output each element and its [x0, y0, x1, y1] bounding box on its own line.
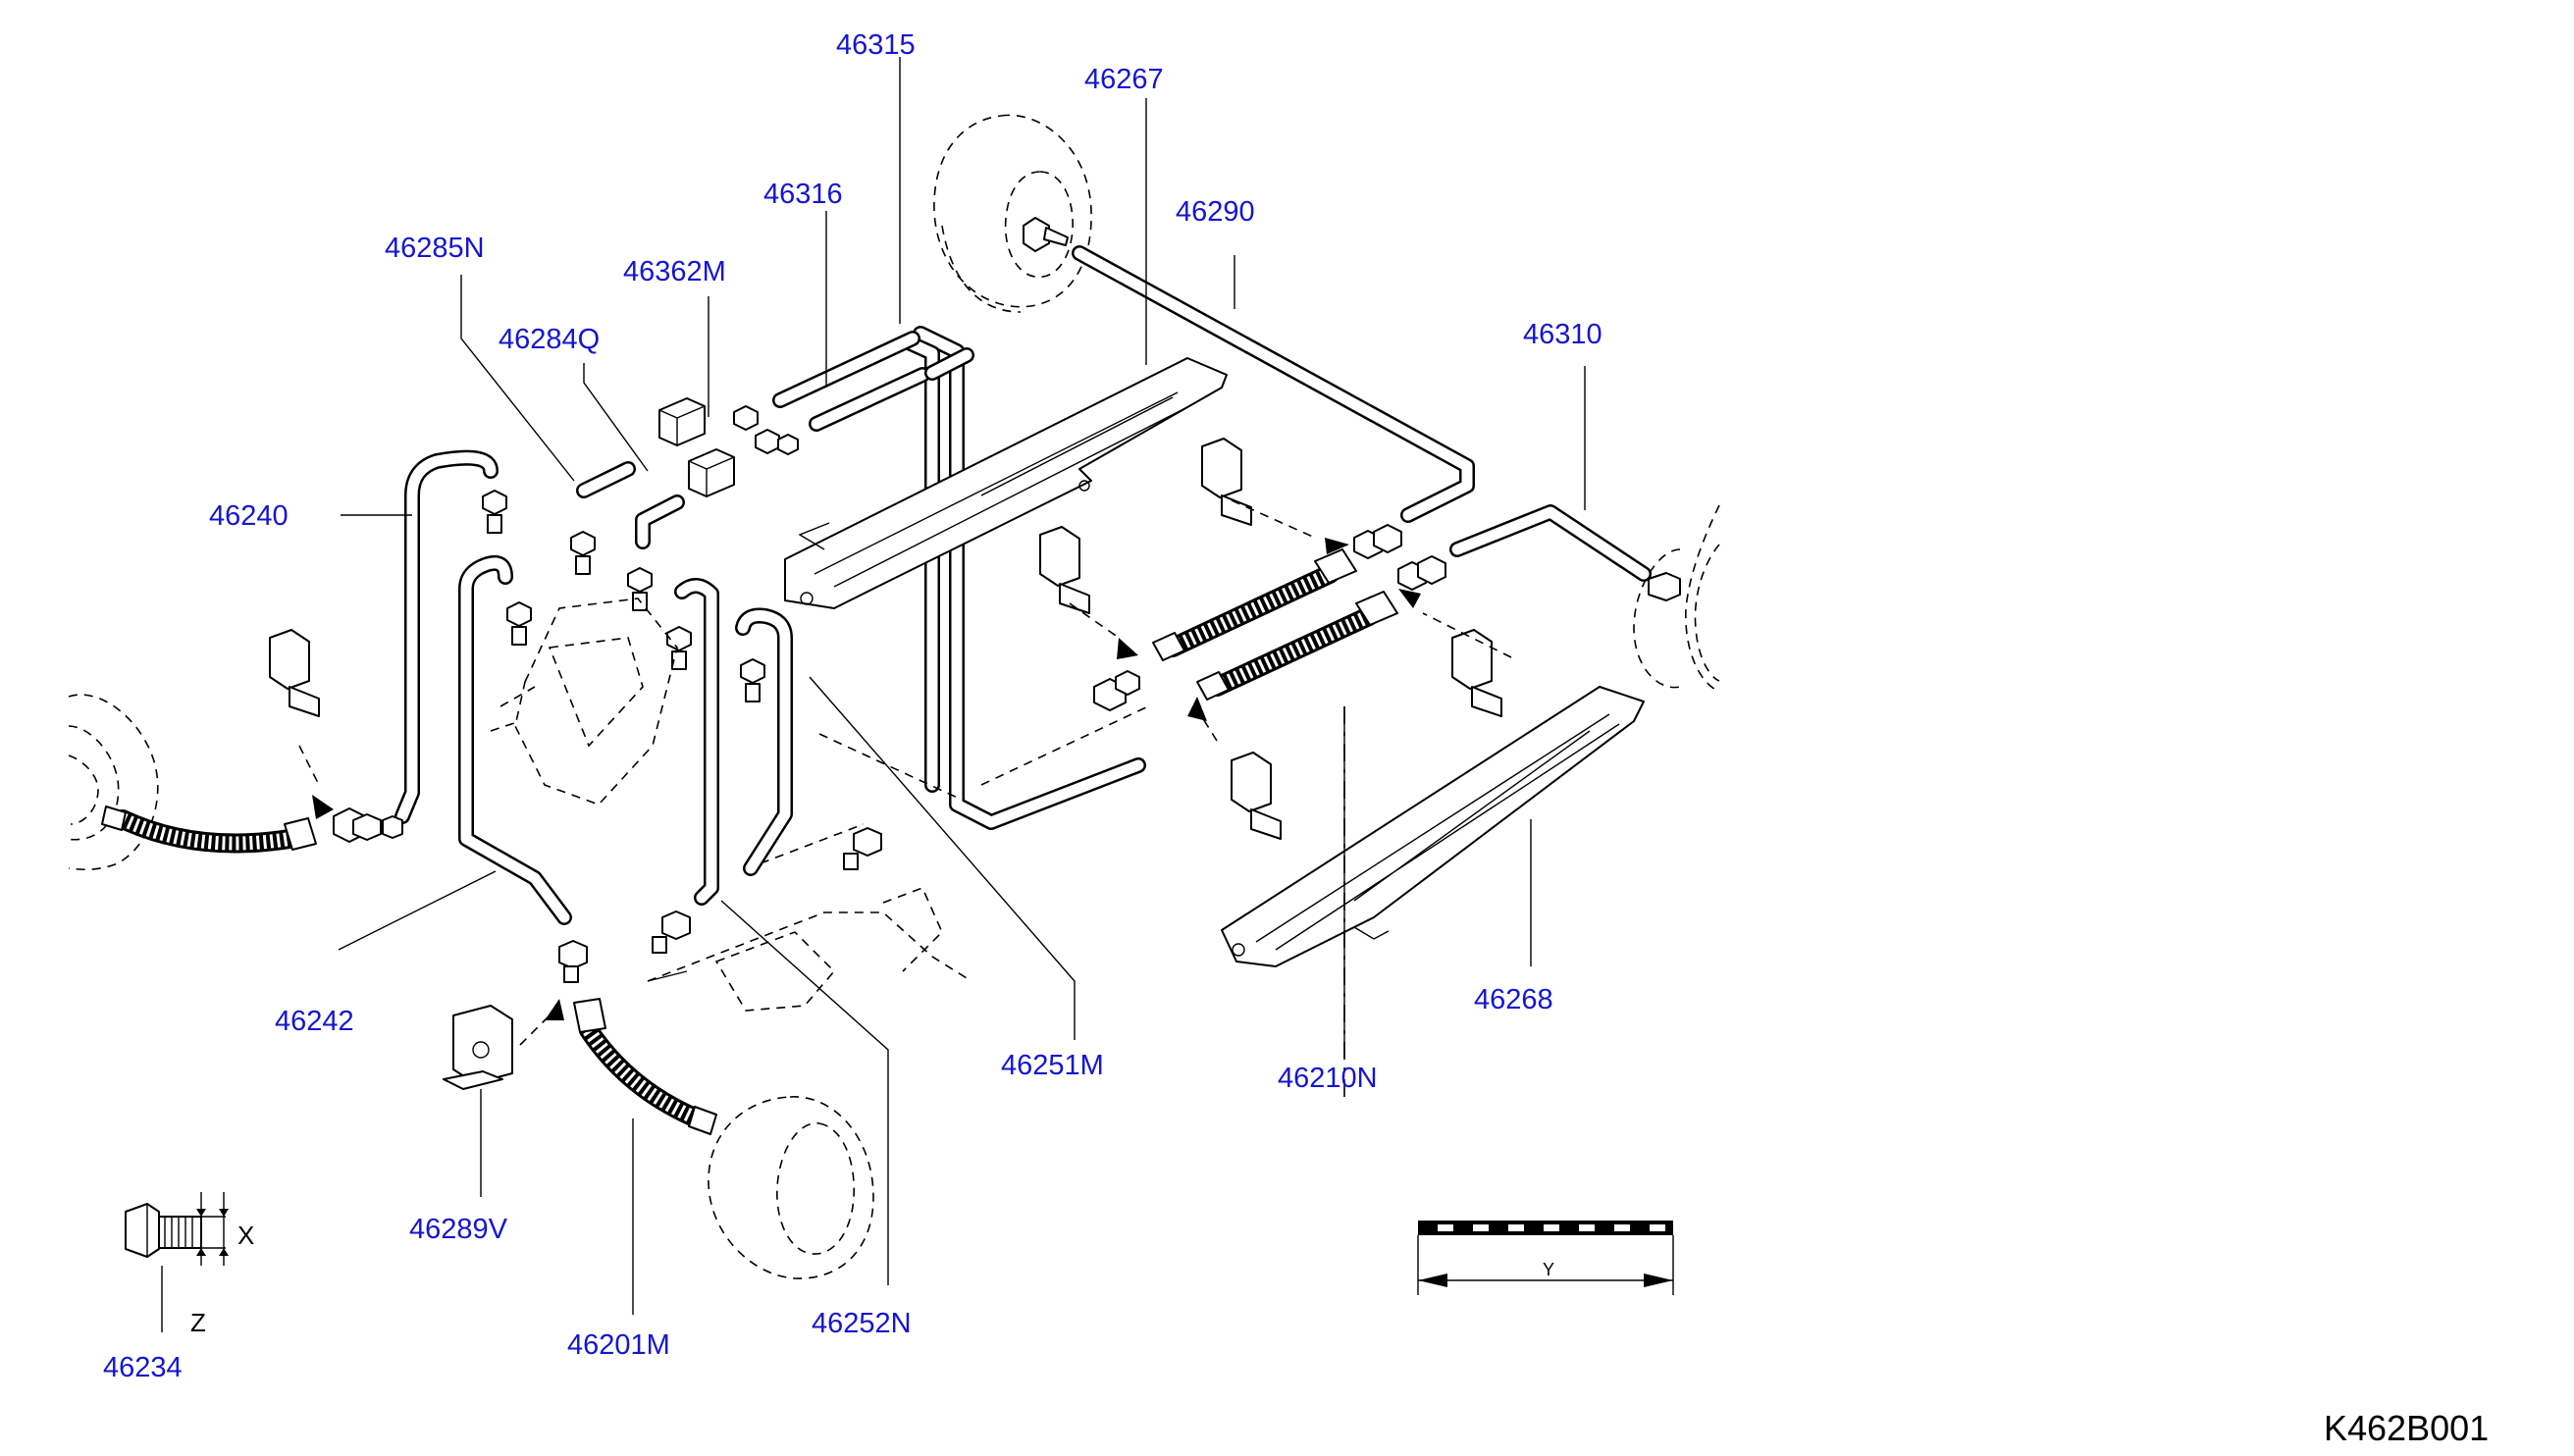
master-cylinder-outline [490, 598, 678, 806]
part-label-46285N[interactable]: 46285N [385, 233, 485, 264]
part-label-46240[interactable]: 46240 [209, 500, 289, 532]
wheel-front-left [68, 694, 159, 871]
dimension-z-label: Z [190, 1308, 206, 1337]
fitting-detail-46234 [125, 1192, 229, 1266]
part-labels: 46315 46267 46316 46290 46285N 46362M 46… [103, 29, 2489, 1448]
protector-46268 [1221, 686, 1645, 967]
part-label-46201M[interactable]: 46201M [567, 1329, 670, 1361]
part-label-46251M[interactable]: 46251M [1001, 1050, 1104, 1081]
part-label-46234[interactable]: 46234 [103, 1352, 183, 1383]
part-label-46289V[interactable]: 46289V [409, 1214, 508, 1245]
part-label-46290[interactable]: 46290 [1176, 196, 1255, 228]
part-label-46362M[interactable]: 46362M [623, 256, 726, 287]
part-label-46267[interactable]: 46267 [1084, 64, 1164, 95]
wheel-front-right [933, 114, 1092, 313]
part-label-46242[interactable]: 46242 [275, 1006, 354, 1037]
part-label-46210N[interactable]: 46210N [1278, 1063, 1378, 1094]
wheel-rear-left [708, 1096, 874, 1279]
part-label-46268[interactable]: 46268 [1474, 984, 1553, 1015]
part-label-46316[interactable]: 46316 [763, 179, 843, 210]
diagram-code: K462B001 [2324, 1408, 2489, 1448]
part-label-46310[interactable]: 46310 [1523, 319, 1602, 350]
part-label-46315[interactable]: 46315 [836, 29, 916, 61]
dimension-x-label: X [237, 1221, 254, 1250]
fittings [333, 397, 1446, 983]
scale-bar [1417, 1221, 1674, 1295]
rear-axle-outline [647, 886, 972, 1012]
wheel-rear-right [1633, 504, 1720, 693]
flex-hoses [101, 548, 1398, 1135]
protector-46267 [784, 357, 1228, 609]
part-label-46252N[interactable]: 46252N [812, 1308, 912, 1339]
brake-pipes [394, 245, 1652, 925]
part-label-46284Q[interactable]: 46284Q [499, 324, 600, 355]
direction-arrows [312, 538, 1421, 1020]
dimension-y-label: Y [1543, 1260, 1554, 1279]
leader-lines [161, 57, 1586, 1332]
brackets [269, 438, 1502, 1090]
